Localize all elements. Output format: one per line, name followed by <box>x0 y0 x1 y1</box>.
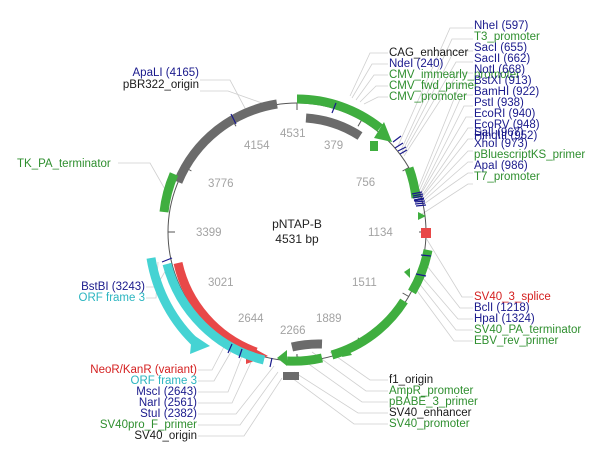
label-neor-kanr: NeoR/KanR (variant) <box>90 364 197 376</box>
ampr-arrowhead <box>277 350 287 366</box>
orf-outer-arrowhead <box>190 334 210 354</box>
label-apali: ApaLI (4165) <box>133 67 200 79</box>
leader-lines <box>118 27 473 437</box>
small-marker-3 <box>342 347 352 357</box>
label-pbabe-3: pBABE_3_primer <box>389 396 478 408</box>
label-cmv-fwd: CMV_fwd_primer <box>389 80 478 92</box>
green-arrowheads <box>277 122 426 366</box>
label-cmv-promoter: CMV_promoter <box>389 91 467 103</box>
label-nari: NarI (2561) <box>139 397 197 409</box>
tick-label: 756 <box>356 177 375 189</box>
label-orf-frame-3-upper: ORF frame 3 <box>79 292 145 304</box>
label-t7-promoter: T7_promoter <box>474 171 540 183</box>
label-sv40-pa-terminator: SV40_PA_terminator <box>474 324 581 336</box>
label-bstxi: BstXI (913) <box>474 75 532 87</box>
plasmid-size: 4531 bp <box>275 232 319 246</box>
label-cag-enhancer: CAG_enhancer <box>389 47 468 59</box>
label-bstbi: BstBI (3243) <box>81 281 145 293</box>
feature-sv40-enhancer <box>283 372 299 380</box>
green-features <box>159 94 433 366</box>
feature-tk-pa-terminator <box>159 172 179 213</box>
label-nhei: NheI (597) <box>474 20 529 32</box>
label-apai: ApaI (986) <box>474 160 528 172</box>
label-orf-frame-3-lower: ORF frame 3 <box>131 375 197 387</box>
label-pbr322-origin: pBR322_origin <box>123 79 199 91</box>
label-sv40-promoter: SV40_promoter <box>389 418 470 430</box>
small-marker-2 <box>404 268 410 278</box>
cyan-features <box>146 257 266 365</box>
feature-cmv-promoter <box>296 94 383 132</box>
label-bcli: BclI (1218) <box>474 302 530 314</box>
feature-sv40-origin <box>290 339 323 352</box>
feature-sv40-3-splice <box>421 228 431 238</box>
tick-label: 3776 <box>208 178 234 190</box>
label-cmv-immearly: CMV_immearly_promoter <box>389 69 520 81</box>
label-ampr-promoter: AmpR_promoter <box>389 385 474 397</box>
tick-label: 3021 <box>208 277 234 289</box>
feature-orf-frame-3-inner <box>162 262 266 365</box>
feature-orf-frame-3-outer <box>146 257 202 349</box>
label-pbluescript-primer: pBluescriptKS_primer <box>474 149 585 161</box>
feature-cag-enhancer <box>305 113 363 140</box>
label-psti: PstI (938) <box>474 97 524 109</box>
label-sv40-3-splice: SV40_3_splice <box>474 291 551 303</box>
tick-label: 1889 <box>316 313 342 325</box>
label-hindiii: HindIII (952) <box>474 130 537 142</box>
label-sv40pro-f: SV40pro_F_primer <box>100 419 197 431</box>
label-ecorv: EcoRV (948) <box>474 119 540 131</box>
label-hpai: HpaI (1324) <box>474 313 535 325</box>
feature-sv40-pa-terminator <box>408 249 433 295</box>
tick-label: 3399 <box>196 227 222 239</box>
tick-label: 2266 <box>280 325 306 337</box>
label-saci: SacI (655) <box>474 42 527 54</box>
label-ndei: NdeI (240) <box>389 58 444 70</box>
tick-label: 4531 <box>280 128 306 140</box>
label-stui: StuI (2382) <box>140 408 197 420</box>
tick-label: 379 <box>324 140 343 152</box>
label-msci: MscI (2643) <box>136 386 197 398</box>
label-bamhi: BamHI (922) <box>474 86 539 98</box>
tick-label: 1511 <box>352 277 377 289</box>
label-t3-promoter: T3_promoter <box>474 31 540 43</box>
label-f1-origin: f1_origin <box>389 374 433 386</box>
tick-label: 1134 <box>368 227 393 239</box>
tick-label: 2644 <box>238 313 264 325</box>
label-xhoi: XhoI (973) <box>474 138 528 150</box>
label-sv40-origin: SV40_origin <box>134 430 197 442</box>
label-tk-pa-terminator: TK_PA_terminator <box>17 158 111 170</box>
label-sv40-enhancer: SV40_enhancer <box>389 407 472 419</box>
plasmid-name: pNTAP-B <box>272 217 322 231</box>
feature-ampr-promoter <box>286 353 323 366</box>
feature-pbr322-origin <box>173 99 278 184</box>
label-ecori: EcoRI (940) <box>474 108 536 120</box>
tick-labels: 4531 379 756 1134 1511 1889 2266 2644 30… <box>196 128 393 337</box>
cmv-small-box <box>370 141 378 151</box>
label-sali: SalI (967) <box>474 127 524 139</box>
feature-f1-origin <box>330 298 408 360</box>
tick-label: 4154 <box>244 140 270 152</box>
feature-neor-kanr <box>173 261 258 357</box>
label-sacii: SacII (662) <box>474 53 530 65</box>
gray-features <box>173 99 363 380</box>
site-marks <box>161 102 432 368</box>
label-noti: NotI (668) <box>474 64 525 76</box>
small-marker-1 <box>418 212 426 220</box>
cmv-arrowhead <box>374 122 392 142</box>
label-ebv-rev: EBV_rev_primer <box>474 335 559 347</box>
